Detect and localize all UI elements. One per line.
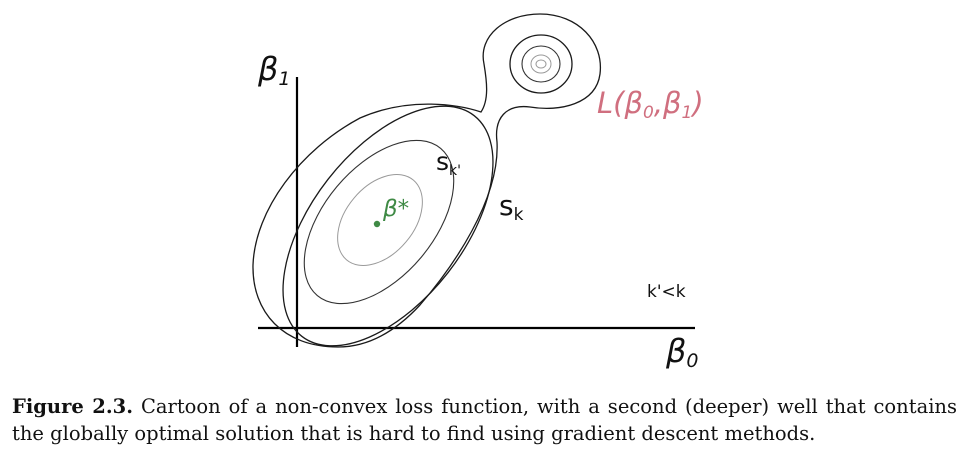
- k-comparison-note: k'<k: [647, 282, 686, 302]
- caption-text: Cartoon of a non-convex loss function, w…: [12, 395, 957, 445]
- well-contour-middle: [521, 45, 561, 83]
- contour-inner: [337, 174, 423, 266]
- loss-function-label: L(β0,β1): [597, 86, 704, 123]
- well-contour-center: [535, 59, 547, 69]
- y-axis-label: β1: [257, 50, 291, 90]
- outer-contour: [252, 13, 602, 348]
- optimum-label: β*: [382, 196, 409, 222]
- label-s-kprime: sk': [436, 147, 461, 179]
- x-axis-label: β0: [665, 332, 699, 372]
- contour-s-kprime: [303, 139, 455, 305]
- caption-label: Figure 2.3.: [12, 395, 133, 418]
- label-s-k: sk: [499, 189, 524, 225]
- optimum-point: [373, 220, 381, 228]
- figure-caption: Figure 2.3. Cartoon of a non-convex loss…: [12, 393, 957, 447]
- well-contour-outer: [509, 34, 573, 94]
- contour-s-k: [282, 105, 494, 347]
- well-contour-inner: [530, 54, 552, 74]
